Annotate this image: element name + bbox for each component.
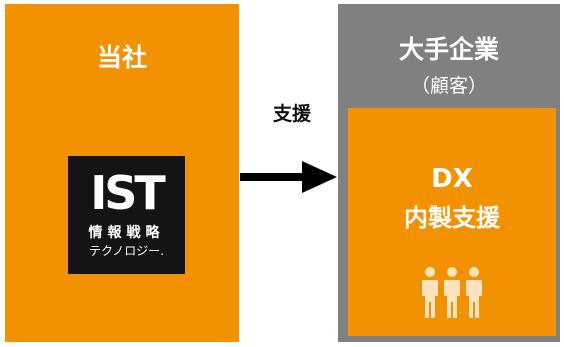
- support-label: 支援: [272, 103, 311, 125]
- logo-main-text: IST: [90, 166, 166, 220]
- ist-logo: IST 情報戦略 テクノロジー.: [68, 156, 185, 274]
- client-subtitle: （顧客）: [410, 75, 487, 97]
- people-group-icon: [422, 267, 482, 318]
- dx-title: DX: [431, 164, 473, 194]
- logo-line2-text: テクノロジー.: [88, 244, 165, 258]
- dx-subtitle: 内製支援: [404, 204, 500, 232]
- dx-support-box: DX 内製支援: [348, 108, 556, 336]
- arrow-head: [302, 161, 337, 193]
- client-title: 大手企業: [398, 35, 499, 64]
- our-company-box: 当社 IST 情報戦略 テクノロジー.: [5, 4, 239, 342]
- our-company-title: 当社: [96, 43, 147, 72]
- logo-line1-text: 情報戦略: [88, 225, 165, 241]
- client-enterprise-box: 大手企業 （顧客） DX 内製支援: [338, 4, 560, 342]
- right-arrow-icon: [240, 161, 337, 193]
- arrow-shaft: [240, 173, 306, 181]
